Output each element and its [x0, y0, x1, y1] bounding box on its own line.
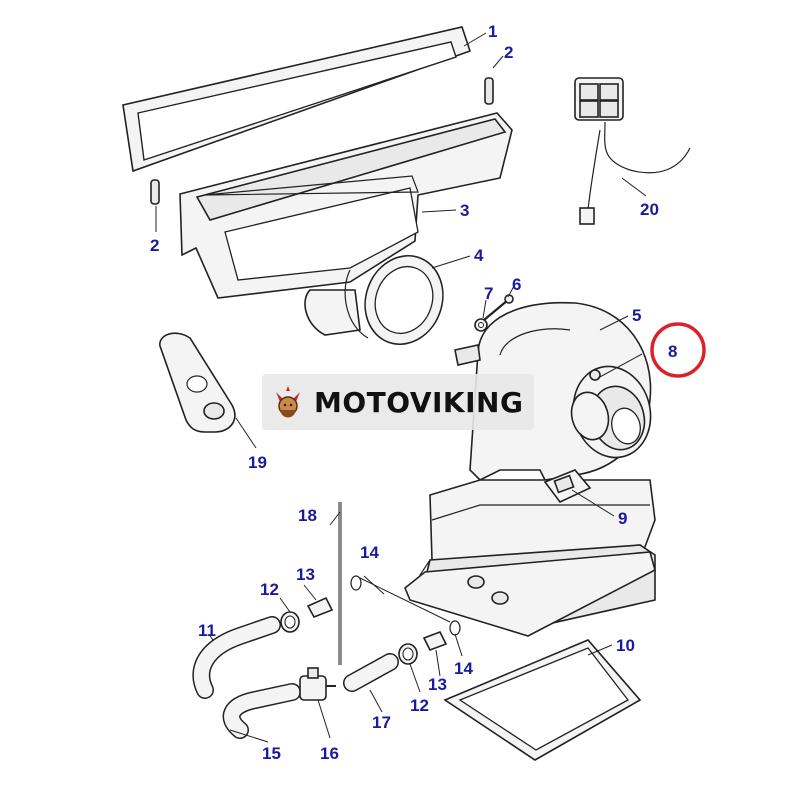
part-7-nut	[474, 318, 488, 332]
callout-8: 8	[668, 342, 677, 361]
part-17-hose	[343, 653, 399, 692]
part-16-valve	[299, 667, 336, 701]
part-19-cover-plate	[159, 332, 236, 433]
part-9-resistor	[543, 469, 592, 503]
callout-19: 19	[248, 453, 267, 472]
callout-6: 6	[512, 275, 521, 294]
part-12-clamp-left	[280, 611, 300, 633]
viking-mascot-icon	[276, 386, 300, 418]
part-20-wire-harness	[574, 77, 691, 225]
part-8-blower-motor	[570, 365, 652, 459]
brand-logo: MOTOVIKING	[262, 374, 534, 430]
highlight-circle	[650, 322, 706, 378]
callout-14-left: 14	[360, 543, 379, 562]
part-13-fitting-right	[422, 630, 448, 652]
callout-2-upper: 2	[504, 43, 513, 62]
callout-13-right: 13	[428, 675, 447, 694]
callout-17: 17	[372, 713, 391, 732]
callout-5: 5	[632, 306, 641, 325]
callout-9: 9	[618, 509, 627, 528]
part-14-oring-left	[350, 575, 362, 591]
part-2-pin-lower	[150, 179, 160, 205]
callout-11: 11	[198, 621, 216, 640]
callout-10: 10	[616, 636, 635, 655]
callout-20: 20	[640, 200, 659, 219]
leader-lines	[155, 32, 647, 743]
callout-18: 18	[298, 506, 317, 525]
part-2-pin-upper	[484, 77, 494, 105]
part-4-ring-seal	[344, 254, 444, 346]
callout-1: 1	[488, 22, 497, 41]
part-13-fitting-left	[306, 596, 334, 619]
callout-14-right: 14	[454, 659, 473, 678]
brand-name: MOTOVIKING	[314, 385, 524, 419]
callout-15: 15	[262, 744, 281, 763]
callout-2-lower: 2	[150, 236, 159, 255]
callout-4: 4	[474, 246, 484, 265]
callout-13-left: 13	[296, 565, 315, 584]
part-14-oring-right	[449, 620, 461, 636]
callout-12-left: 12	[260, 580, 279, 599]
callout-7: 7	[484, 284, 493, 303]
part-10-bottom-gasket	[443, 639, 642, 761]
callout-12-right: 12	[410, 696, 429, 715]
part-12-clamp-right	[398, 643, 418, 665]
heater-box-body	[404, 479, 656, 637]
part-11-hose	[192, 616, 281, 699]
part-1-gasket-frame	[122, 26, 472, 173]
callout-16: 16	[320, 744, 339, 763]
callout-numbers: 1 2 2 3 4 5 6 7 8 9 10 11 12 12 13 13 14…	[150, 22, 677, 763]
part-15-hose	[222, 683, 301, 739]
part-3-intake-housing	[179, 112, 513, 336]
callout-3: 3	[460, 201, 469, 220]
